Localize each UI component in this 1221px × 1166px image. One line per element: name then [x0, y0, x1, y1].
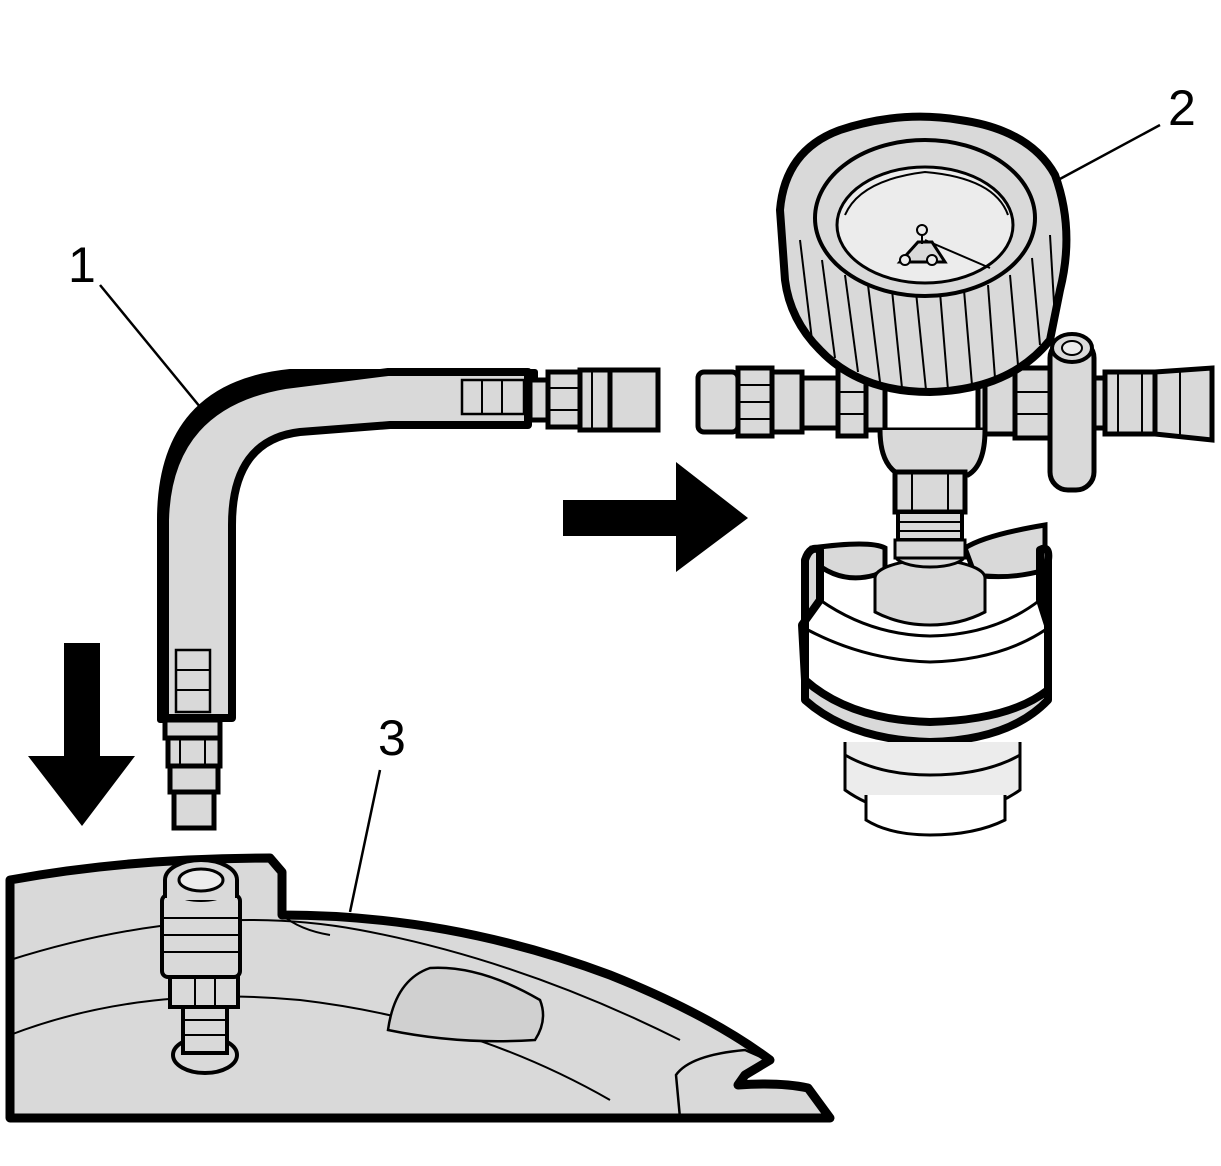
- arrow-down: [28, 643, 135, 826]
- tank-step: [674, 1048, 769, 1119]
- hose-coupling-right: [527, 367, 661, 433]
- tank-valve: [160, 858, 242, 1075]
- gauge-right-fitting: [982, 332, 1215, 493]
- gauge-adapter: [798, 522, 1053, 837]
- leader-line-3: [348, 769, 382, 913]
- gauge-needle: [924, 239, 991, 269]
- pressure-gauge-assembly: [695, 112, 1215, 837]
- leader-line-2: [1057, 123, 1161, 182]
- tank-hatch: [386, 966, 545, 1043]
- tank-inner-line-3: [281, 914, 331, 936]
- tank-housing: [5, 853, 835, 1123]
- hose-body: [161, 368, 532, 722]
- hose-coupling-bottom: [162, 717, 223, 831]
- gauge-head: [776, 112, 1071, 396]
- leader-line-1: [99, 284, 206, 414]
- arrow-right: [563, 462, 748, 572]
- tank-inner-line-2: [9, 995, 611, 1101]
- callout-2: 2: [1168, 80, 1196, 136]
- gauge-left-fitting: [695, 365, 869, 439]
- callout-1: 1: [68, 237, 96, 293]
- adapter-base: [798, 544, 1053, 746]
- hose-assembly: [157, 367, 661, 831]
- callout-3: 3: [378, 710, 406, 766]
- tank-inner-line-1: [9, 919, 681, 1041]
